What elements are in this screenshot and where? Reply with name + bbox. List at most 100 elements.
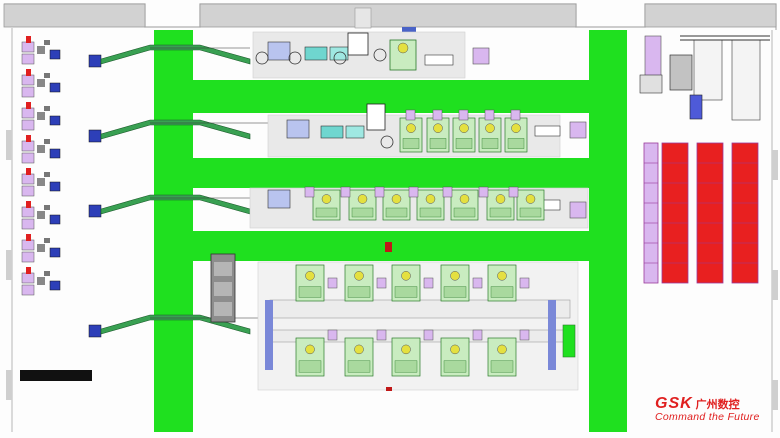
cell-table [315, 207, 338, 218]
aisle-horizontal-2 [193, 158, 589, 188]
storage-rack [661, 142, 689, 284]
cell-spindle [433, 123, 443, 133]
conveyor-feeder [88, 324, 102, 338]
conveyor-belt [100, 119, 251, 140]
machining-cell [295, 264, 325, 302]
left-station-column [21, 36, 61, 296]
cell-spindle [485, 123, 495, 133]
cell-spindle [305, 344, 315, 355]
station-robot [26, 69, 31, 76]
station-base [37, 112, 45, 120]
cell-buffer [442, 186, 453, 198]
marker [385, 242, 392, 252]
machining-cell [295, 337, 325, 377]
station-fixture [21, 185, 35, 197]
cell-buffer [374, 186, 385, 198]
cell-buffer [472, 277, 483, 289]
station-fixture [21, 74, 35, 86]
station-arm [44, 40, 50, 45]
cell-table [519, 207, 542, 218]
cell-spindle [401, 344, 411, 355]
machining-cell [391, 264, 421, 302]
cell-table [298, 360, 322, 373]
station-control-box [49, 49, 61, 60]
aisle-vertical-right [589, 30, 627, 432]
cell-table [443, 360, 467, 373]
aisle-horizontal-1 [193, 80, 589, 113]
station-robot [26, 168, 31, 175]
machining-cell [416, 189, 445, 221]
cell-buffer [478, 186, 489, 198]
station-base [37, 244, 45, 252]
storage-rack [643, 142, 659, 284]
station-base [37, 277, 45, 285]
station-arm [44, 172, 50, 177]
building-walls [3, 3, 778, 432]
logo-brand-cn: 广州数控 [695, 398, 740, 411]
storage-rack [731, 142, 759, 284]
station-robot [26, 201, 31, 208]
conveyor-lines [88, 44, 270, 338]
station-control-box [49, 82, 61, 93]
station-robot [26, 135, 31, 142]
station-base [37, 46, 45, 54]
robot-station [21, 102, 61, 131]
cell-spindle [459, 123, 469, 133]
cell-buffer [327, 277, 338, 289]
station-base [37, 211, 45, 219]
station-base [37, 145, 45, 153]
cell-spindle [450, 271, 460, 281]
cell-buffer [340, 186, 351, 198]
cell-table [455, 138, 473, 149]
conveyor-feeder [88, 54, 102, 68]
station-control-box [49, 181, 61, 192]
cell-table [351, 207, 374, 218]
station-fixture [21, 218, 35, 230]
cell-spindle [495, 194, 506, 204]
cell-spindle [497, 271, 507, 281]
cell-table [481, 138, 499, 149]
cell-spindle [459, 194, 470, 204]
cell-table [402, 138, 420, 149]
green-aisles [154, 30, 627, 432]
machining-cell [440, 337, 470, 377]
station-robot [26, 102, 31, 109]
cell-buffer [408, 186, 419, 198]
marker [386, 387, 392, 391]
robot-station [21, 69, 61, 98]
conveyor [88, 44, 251, 68]
machining-cell [487, 264, 517, 302]
station-fixture [21, 53, 35, 65]
conveyor-belt [100, 44, 251, 65]
station-robot [26, 234, 31, 241]
robot-station [21, 201, 61, 230]
conveyor-feeder [88, 204, 102, 218]
station-control-box [49, 115, 61, 126]
cell-buffer [423, 329, 434, 341]
cell-buffer [423, 277, 434, 289]
station-fixture [21, 284, 35, 296]
cell-buffer [327, 329, 338, 341]
station-control-box [49, 247, 61, 258]
production-line-2 [267, 103, 587, 158]
dark-bench [20, 370, 92, 381]
cell-buffer [405, 109, 416, 121]
cell-spindle [321, 194, 332, 204]
station-fixture [21, 41, 35, 53]
robot-station [21, 267, 61, 296]
cell-table [347, 360, 371, 373]
cell-spindle [511, 123, 521, 133]
cell-spindle [406, 123, 416, 133]
cell-table [394, 360, 418, 373]
cell-table [453, 207, 476, 218]
cell-table [443, 286, 467, 298]
cell-spindle [354, 344, 364, 355]
robot-station [21, 234, 61, 263]
station-arm [44, 106, 50, 111]
cell-spindle [354, 271, 364, 281]
cell-table [298, 286, 322, 298]
conveyor-feeder [88, 129, 102, 143]
cell-table [394, 286, 418, 298]
